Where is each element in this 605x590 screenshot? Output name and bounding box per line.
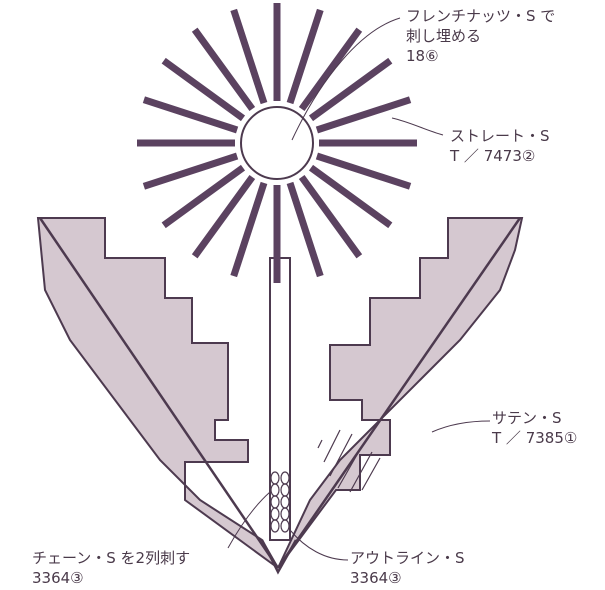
petal-stitch <box>315 152 412 190</box>
petal-stitch <box>230 8 268 105</box>
french-knots-line3: 18⑥ <box>406 47 439 65</box>
petal-stitch <box>286 8 324 105</box>
straight-line2: T ／ 7473② <box>450 147 536 165</box>
petal-stitch <box>142 152 239 190</box>
outline-stitch-label: アウトライン・S 3364③ <box>350 548 465 588</box>
petal-stitch <box>142 96 239 134</box>
petal-stitch <box>191 27 256 112</box>
petal-stitch <box>191 174 256 259</box>
leader-lines <box>227 17 491 561</box>
straight-stitch-label: ストレート・S T ／ 7473② <box>450 126 550 166</box>
flower-stem <box>269 257 291 541</box>
chain-stitch-detail <box>270 471 290 533</box>
petal-stitch <box>298 174 363 259</box>
outline-line1: アウトライン・S <box>350 549 465 567</box>
outline-line2: 3364③ <box>350 569 402 587</box>
petal-stitch <box>308 164 393 229</box>
stem-point <box>260 539 298 575</box>
french-knots-line2: 刺し埋める <box>406 27 482 45</box>
satin-line2: T ／ 7385① <box>492 429 578 447</box>
petals <box>137 3 417 283</box>
leader-chain <box>227 491 271 549</box>
french-knots-label: フレンチナッツ・S で 刺し埋める 18⑥ <box>406 6 555 66</box>
leader-satin <box>431 420 491 433</box>
satin-stitch-detail <box>317 429 381 493</box>
flower-center <box>240 106 314 180</box>
straight-line1: ストレート・S <box>450 127 550 145</box>
french-knots-line1: フレンチナッツ・S で <box>406 7 556 25</box>
left-leaf-midrib <box>38 217 280 569</box>
chain-line2: 3364③ <box>32 569 84 587</box>
chain-line1: チェーン・S を2列刺す <box>32 549 191 567</box>
petal-stitch <box>230 181 268 278</box>
satin-stitch-label: サテン・S T ／ 7385① <box>492 408 577 448</box>
leader-french-knots <box>291 17 401 141</box>
petal-stitch <box>315 96 412 134</box>
petal-stitch <box>308 57 393 122</box>
leader-straight <box>391 117 444 136</box>
petal-stitch <box>286 181 324 278</box>
leader-outline <box>289 529 349 561</box>
chain-stitch-label: チェーン・S を2列刺す 3364③ <box>32 548 190 588</box>
petal-stitch <box>161 164 246 229</box>
petal-stitch <box>161 57 246 122</box>
petal-stitch <box>298 27 363 112</box>
satin-line1: サテン・S <box>492 409 562 427</box>
right-leaf-midrib <box>276 217 522 569</box>
